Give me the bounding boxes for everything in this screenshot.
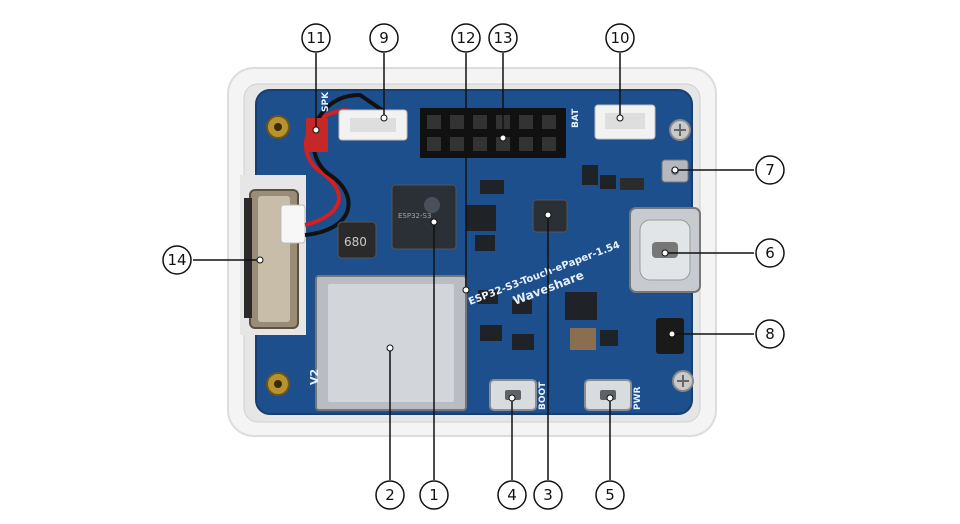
callout-13: 13 xyxy=(488,23,518,53)
callout-9: 9 xyxy=(369,23,399,53)
callout-3: 3 xyxy=(533,480,563,510)
battery xyxy=(244,189,306,329)
callout-4: 4 xyxy=(497,480,527,510)
svg-text:8: 8 xyxy=(765,325,775,343)
callout-10: 10 xyxy=(605,23,635,53)
spk-silkscreen: SPK xyxy=(321,91,331,112)
battery-connector: BAT xyxy=(571,104,656,140)
svg-text:9: 9 xyxy=(379,29,389,47)
svg-text:11: 11 xyxy=(306,29,325,47)
callout-14: 14 xyxy=(162,245,192,275)
leader-dots xyxy=(256,114,679,402)
callout-11: 11 xyxy=(301,23,331,53)
callout-7: 7 xyxy=(755,155,785,185)
svg-text:4: 4 xyxy=(507,486,517,504)
svg-text:10: 10 xyxy=(610,29,629,47)
svg-text:6: 6 xyxy=(765,244,775,262)
callout-12: 12 xyxy=(451,23,481,53)
pwr-button: PWR xyxy=(584,379,643,411)
svg-text:1: 1 xyxy=(429,486,439,504)
callout-2: 2 xyxy=(375,480,405,510)
callouts: 11 9 12 13 10 7 6 8 14 2 1 4 3 5 xyxy=(162,23,785,510)
sd-card-slot: V2 xyxy=(308,275,467,411)
boot-silkscreen: BOOT xyxy=(538,381,548,410)
mounting-holes xyxy=(266,115,694,396)
chip-label: ESP32-S3 xyxy=(398,212,431,220)
svg-text:3: 3 xyxy=(543,486,553,504)
callout-5: 5 xyxy=(595,480,625,510)
svg-text:13: 13 xyxy=(493,29,512,47)
pin-header xyxy=(420,108,566,158)
boot-button: BOOT xyxy=(489,379,548,411)
battery-wires xyxy=(303,92,387,237)
misc-components xyxy=(466,165,644,350)
inductor-label: 680 xyxy=(344,235,367,249)
pwr-silkscreen: PWR xyxy=(633,386,643,410)
leader-lines xyxy=(193,53,754,480)
svg-text:5: 5 xyxy=(605,486,615,504)
inductor: 680 xyxy=(337,221,377,259)
svg-text:2: 2 xyxy=(385,486,395,504)
callout-6: 6 xyxy=(755,238,785,268)
esp32-chip: ESP32-S3 xyxy=(391,184,457,250)
version-silkscreen: V2 xyxy=(308,369,321,385)
battery-solder-pad xyxy=(306,118,328,152)
speaker-connector: SPK xyxy=(321,91,408,141)
svg-text:7: 7 xyxy=(765,161,775,179)
svg-text:12: 12 xyxy=(456,29,475,47)
callout-1: 1 xyxy=(419,480,449,510)
bat-silkscreen: BAT xyxy=(571,108,581,128)
svg-text:14: 14 xyxy=(167,251,186,269)
callout-8: 8 xyxy=(755,319,785,349)
